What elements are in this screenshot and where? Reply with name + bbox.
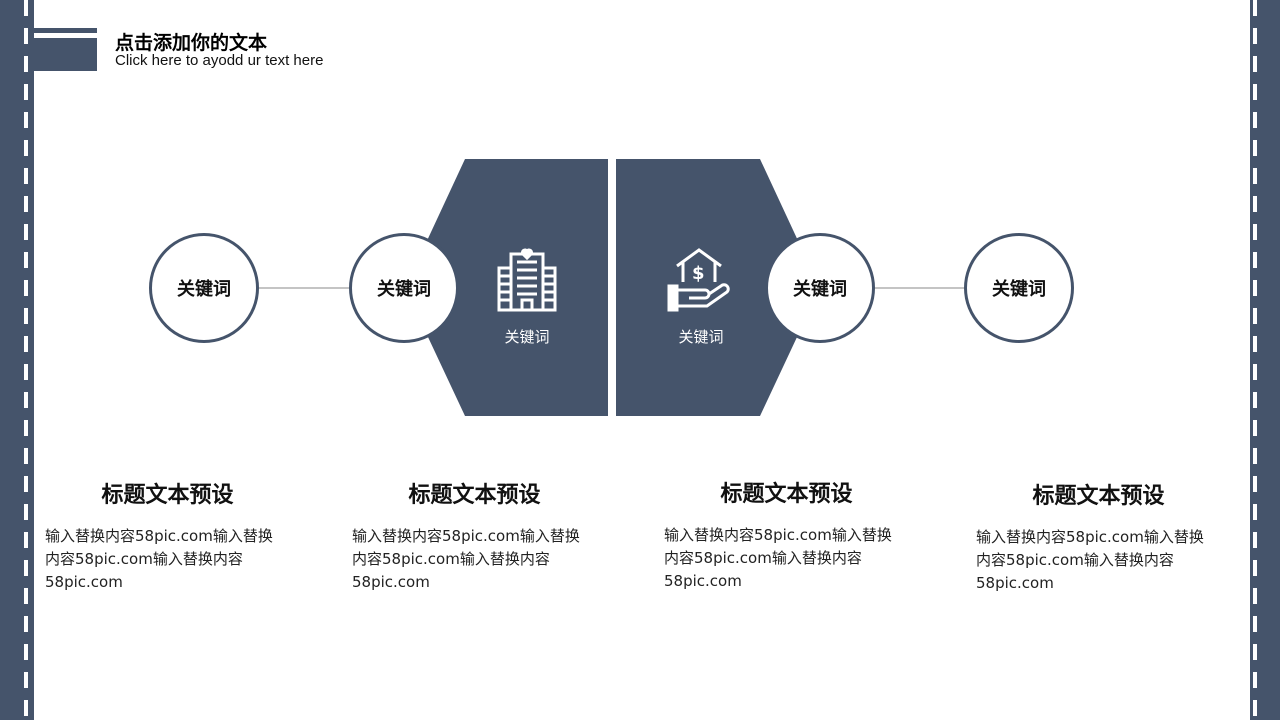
keyword-circle-2: 关键词 <box>349 233 459 343</box>
column-body-line: 58pic.com <box>976 574 1054 592</box>
column-body-line: 输入替换内容58pic.com输入替换 <box>976 528 1204 546</box>
text-column-1: 标题文本预设 输入替换内容58pic.com输入替换 内容58pic.com输入… <box>45 477 305 594</box>
keyword-circle-3: 关键词 <box>765 233 875 343</box>
page-title: 点击添加你的文本 <box>115 32 268 54</box>
house-money-hand-icon: $ <box>667 248 730 312</box>
column-body-line: 内容58pic.com输入替换内容 <box>664 549 862 567</box>
left-border-dashes <box>24 0 28 720</box>
column-body-line: 内容58pic.com输入替换内容 <box>45 550 243 568</box>
right-border-dashes <box>1253 0 1257 720</box>
page-subtitle: Click here to ayodd ur text here <box>115 52 324 69</box>
office-building-icon <box>497 248 557 312</box>
column-body-line: 58pic.com <box>664 572 742 590</box>
header-accent-bar <box>34 28 97 33</box>
keyword-circle-1: 关键词 <box>149 233 259 343</box>
column-title: 标题文本预设 <box>408 483 541 508</box>
text-column-4: 标题文本预设 输入替换内容58pic.com输入替换 内容58pic.com输入… <box>976 478 1236 595</box>
column-title: 标题文本预设 <box>1032 484 1165 509</box>
svg-text:$: $ <box>692 263 705 284</box>
column-body-line: 58pic.com <box>45 573 123 591</box>
column-body-line: 输入替换内容58pic.com输入替换 <box>45 527 273 545</box>
keyword-circle-4: 关键词 <box>964 233 1074 343</box>
hexagon-label-right: 关键词 <box>678 328 724 346</box>
column-title: 标题文本预设 <box>101 483 234 508</box>
left-border-band <box>0 0 34 720</box>
hexagon-label-left: 关键词 <box>504 328 550 346</box>
column-body-line: 输入替换内容58pic.com输入替换 <box>352 527 580 545</box>
column-body-line: 58pic.com <box>352 573 430 591</box>
half-hexagon-left <box>405 159 608 416</box>
column-title: 标题文本预设 <box>720 482 853 507</box>
header-accent-block <box>34 38 97 71</box>
column-body-line: 输入替换内容58pic.com输入替换 <box>664 526 892 544</box>
text-column-3: 标题文本预设 输入替换内容58pic.com输入替换 内容58pic.com输入… <box>664 476 924 593</box>
column-body-line: 内容58pic.com输入替换内容 <box>352 550 550 568</box>
column-body-line: 内容58pic.com输入替换内容 <box>976 551 1174 569</box>
text-column-2: 标题文本预设 输入替换内容58pic.com输入替换 内容58pic.com输入… <box>352 477 612 594</box>
